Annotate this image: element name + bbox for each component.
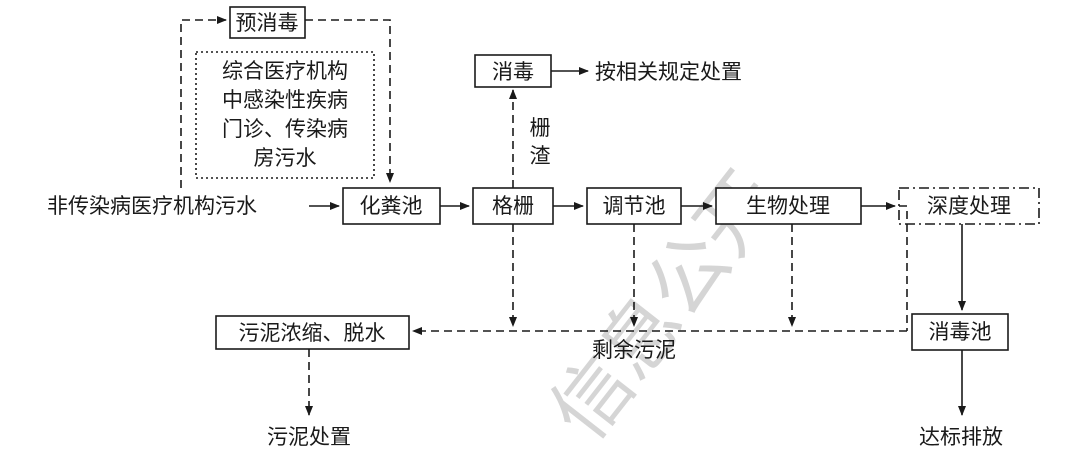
infectious-source-box (195, 51, 375, 179)
disinfect-label: 消毒 (492, 60, 534, 84)
excess-sludge-label: 剩余污泥 (592, 338, 676, 362)
pre-disinfect-box (229, 6, 306, 39)
infectious-source-line-3: 门诊、传染病 (222, 117, 348, 141)
regulation-label: 按相关规定处置 (595, 60, 742, 84)
septic-tank-box (342, 187, 441, 225)
sludge-thickening-label: 污泥浓缩、脱水 (239, 321, 386, 345)
infectious-source-line-2: 中感染性疾病 (222, 88, 348, 112)
advanced-treatment-label: 深度处理 (927, 194, 1011, 218)
septic-tank-label: 化粪池 (360, 194, 423, 218)
infectious-source-line-4: 房污水 (254, 146, 317, 170)
arrow-pre-disinfect-out (305, 19, 394, 183)
sludge-thickening-box (215, 315, 410, 350)
sludge-disposal-label: 污泥处置 (267, 425, 351, 449)
pre-disinfect-label: 预消毒 (236, 11, 299, 35)
disinfection-pool-box (911, 313, 1009, 351)
equalization-tank-label: 调节池 (603, 194, 666, 218)
disinfect-box (474, 54, 552, 88)
grille-label: 格栅 (492, 194, 534, 218)
grille-box (472, 187, 554, 225)
biological-treatment-label: 生物处理 (746, 194, 830, 218)
sludge-return-advanced (899, 205, 908, 331)
screenings-label-1: 栅 (530, 116, 551, 140)
biological-treatment-box (715, 187, 862, 225)
discharge-label: 达标排放 (919, 425, 1003, 449)
non-infectious-source-label: 非传染病医疗机构污水 (47, 194, 257, 218)
infectious-source-line-1: 综合医疗机构 (222, 59, 348, 83)
disinfection-pool-label: 消毒池 (929, 320, 992, 344)
arrow-pre-disinfect-in (180, 16, 227, 188)
screenings-label-2: 渣 (530, 144, 551, 168)
